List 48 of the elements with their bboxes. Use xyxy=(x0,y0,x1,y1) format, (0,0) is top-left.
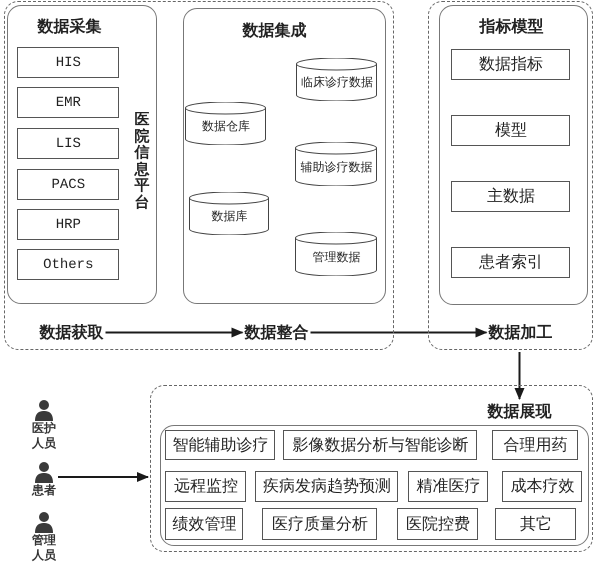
function-box: 合理用药 xyxy=(492,430,578,460)
dashed-region xyxy=(150,385,593,552)
function-box: 精准医疗 xyxy=(408,471,488,502)
database-cylinder: 管理数据 xyxy=(295,232,378,276)
database-cylinder: 数据库 xyxy=(189,192,270,236)
function-box: 医疗质量分析 xyxy=(262,508,378,540)
function-box: 影像数据分析与智能诊断 xyxy=(283,430,478,460)
arrow xyxy=(514,352,524,400)
rounded-panel xyxy=(182,8,386,304)
system-box: EMR xyxy=(17,87,120,118)
function-box: 疾病发病趋势预测 xyxy=(255,471,398,502)
stage-label: 数据展现 xyxy=(488,401,552,422)
stage-label: 数据整合 xyxy=(244,322,308,343)
dashed-region xyxy=(428,1,593,350)
arrow xyxy=(106,328,244,338)
model-box: 主数据 xyxy=(451,181,570,212)
model-box: 模型 xyxy=(451,115,570,146)
vertical-label: 医院信息平台 xyxy=(134,111,150,210)
person-label: 医护人员 xyxy=(32,421,56,451)
person-label: 患者 xyxy=(32,483,56,498)
function-box: 成本疗效 xyxy=(502,471,582,502)
panel-title: 数据采集 xyxy=(37,16,102,38)
arrow xyxy=(58,472,149,482)
stage-label: 数据加工 xyxy=(488,322,552,343)
person-label: 管理人员 xyxy=(32,533,56,562)
panel-title: 指标模型 xyxy=(479,16,544,38)
model-box: 数据指标 xyxy=(451,49,570,80)
system-box: PACS xyxy=(17,169,120,200)
model-box: 患者索引 xyxy=(451,247,570,278)
rounded-panel xyxy=(6,4,156,304)
database-cylinder: 数据仓库 xyxy=(185,102,266,146)
function-box: 绩效管理 xyxy=(165,508,244,540)
stage-label: 数据获取 xyxy=(40,322,104,343)
system-box: HRP xyxy=(17,209,120,240)
function-box: 医院控费 xyxy=(397,508,478,540)
rounded-panel xyxy=(160,424,588,546)
function-box: 远程监控 xyxy=(165,471,246,502)
system-box: LIS xyxy=(17,128,120,160)
system-box: HIS xyxy=(17,47,120,78)
panel-title: 数据集成 xyxy=(242,20,306,42)
function-box: 其它 xyxy=(495,508,576,540)
arrow xyxy=(310,328,488,338)
database-cylinder: 辅助诊疗数据 xyxy=(295,142,378,186)
function-box: 智能辅助诊疗 xyxy=(165,430,276,460)
database-cylinder: 临床诊疗数据 xyxy=(296,58,378,102)
dashed-region xyxy=(4,1,394,350)
system-box: Others xyxy=(17,249,120,280)
rounded-panel xyxy=(438,4,588,304)
